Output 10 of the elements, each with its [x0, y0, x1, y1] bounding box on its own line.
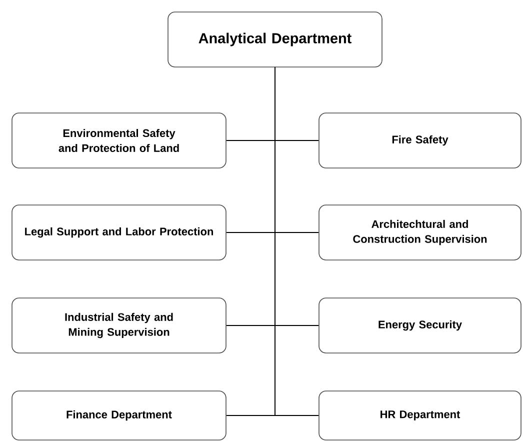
department-box: HR Department	[318, 390, 522, 440]
department-box: Finance Department	[12, 390, 226, 440]
department-box: Industrial Safety and Mining Supervision	[12, 298, 226, 354]
department-box: Fire Safety	[318, 112, 522, 168]
department-box: Legal Support and Labor Protection	[12, 204, 226, 260]
department-box: Energy Security	[318, 298, 522, 354]
department-box: Environmental Safety and Protection of Land	[12, 112, 226, 168]
connector-line	[274, 66, 320, 416]
department-box: Architechtural and Construction Supervision	[318, 204, 522, 260]
department-box: Analytical Department	[168, 12, 382, 68]
